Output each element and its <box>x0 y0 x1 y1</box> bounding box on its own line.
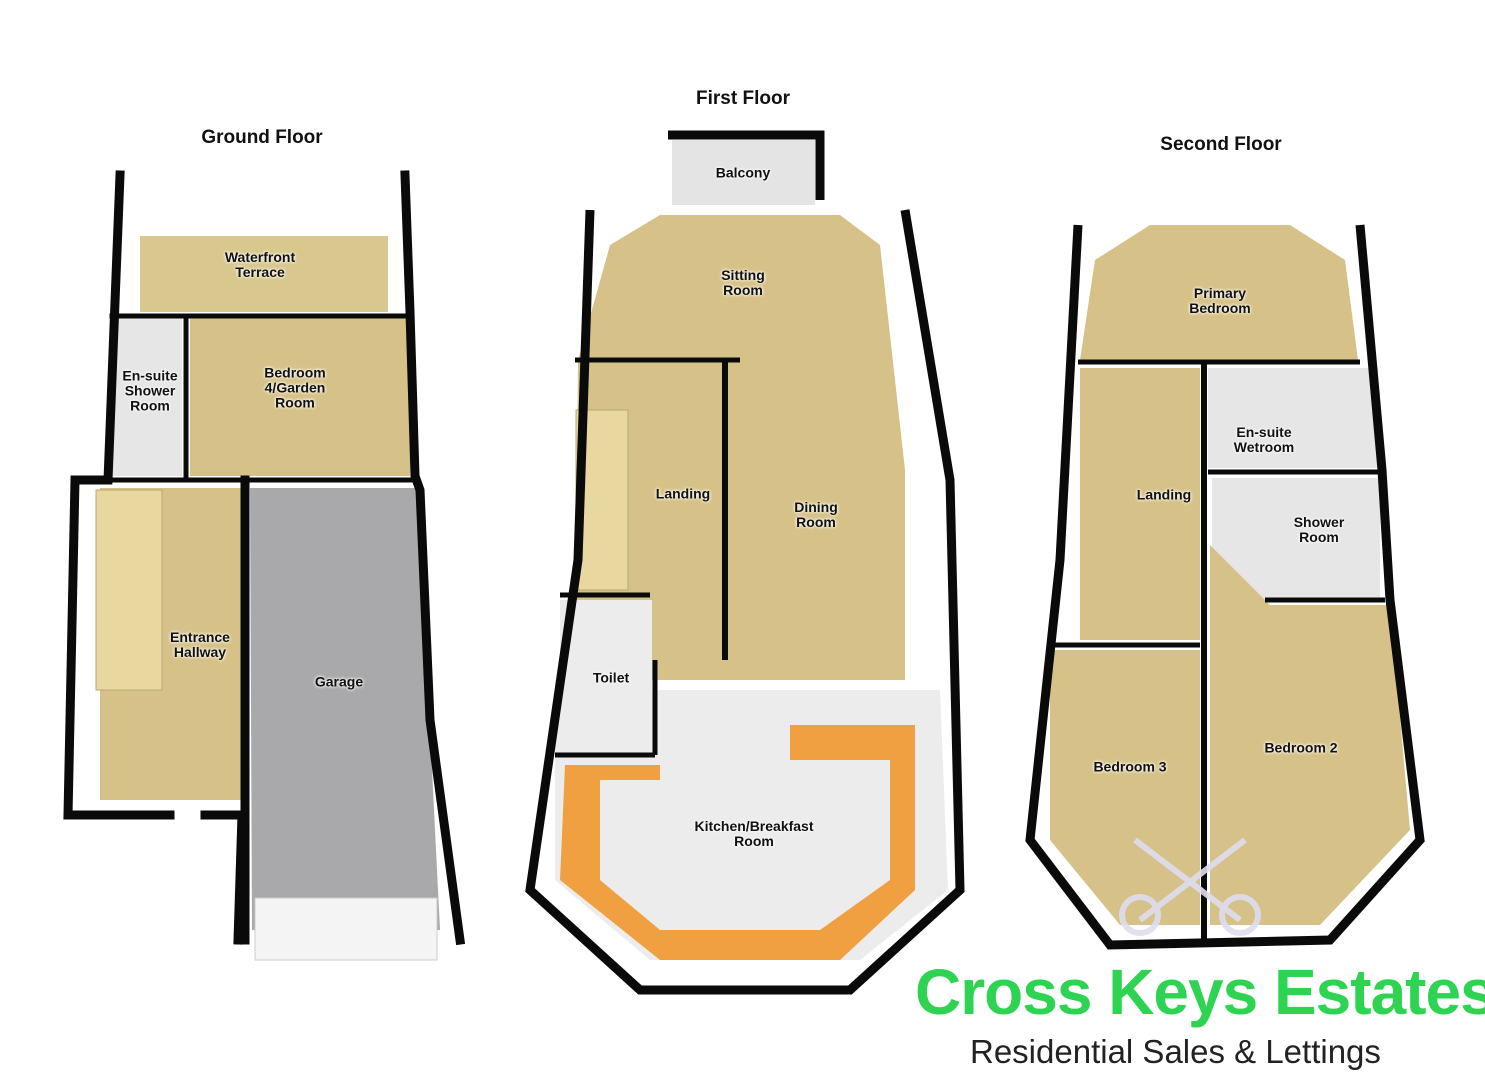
ensuite-floor <box>108 318 182 476</box>
landing-floor <box>1080 368 1200 640</box>
room-label-landing-second: Landing <box>1136 486 1192 503</box>
ground-floor-plan <box>63 170 466 961</box>
garage-door <box>254 897 438 961</box>
room-label-toilet: Toilet <box>592 669 630 686</box>
room-label-landing: Landing <box>655 485 711 502</box>
first-floor-title: First Floor <box>696 88 790 109</box>
bedroom3-floor <box>1050 650 1200 925</box>
first-floor-carpet <box>575 215 905 680</box>
room-label-garage: Garage <box>314 673 364 690</box>
ground-floor-title: Ground Floor <box>201 127 323 148</box>
worktop <box>560 725 915 960</box>
garage-floor <box>250 488 440 930</box>
cross-keys-logo-icon <box>1119 837 1261 936</box>
bedroom4-floor <box>190 318 410 476</box>
room-label-bedroom3: Bedroom 3 <box>1093 758 1167 775</box>
second-floor-plan <box>1025 224 1425 950</box>
brand-tagline: Residential Sales & Lettings <box>970 1033 1381 1070</box>
primary-bedroom-floor <box>1080 225 1358 360</box>
ensuite-wetroom-floor <box>1208 368 1378 468</box>
brand-name: Cross Keys Estates <box>915 956 1485 1028</box>
room-label-bedroom2: Bedroom 2 <box>1264 739 1338 756</box>
stairs <box>95 489 163 691</box>
balcony-floor <box>672 140 815 205</box>
toilet-floor <box>560 600 652 750</box>
first-floor-plan <box>525 130 965 995</box>
second-floor-title: Second Floor <box>1160 134 1282 155</box>
room-label-balcony: Balcony <box>715 164 771 181</box>
terrace-floor <box>140 236 388 312</box>
bedroom2-floor <box>1210 545 1410 925</box>
